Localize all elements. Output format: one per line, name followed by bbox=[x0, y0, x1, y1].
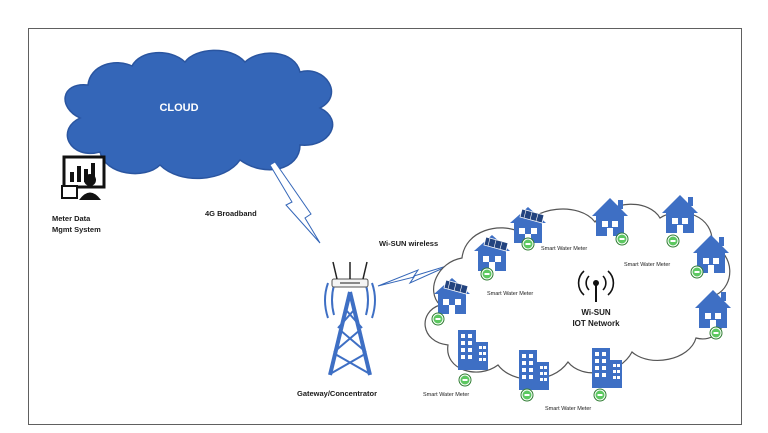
router-icon bbox=[331, 261, 369, 288]
water-meter-icon bbox=[709, 326, 723, 340]
water-meter-icon bbox=[458, 373, 472, 387]
water-meter-icon bbox=[690, 265, 704, 279]
mdms-label-line2: Mgmt System bbox=[52, 225, 101, 234]
meter-label: Smart Water Meter bbox=[423, 392, 469, 398]
gateway-tower-icon bbox=[324, 282, 376, 376]
gateway-label: Gateway/Concentrator bbox=[297, 389, 377, 398]
water-meter-icon bbox=[431, 312, 445, 326]
broadband-label: 4G Broadband bbox=[205, 209, 257, 218]
network-label-line2: IOT Network bbox=[572, 319, 620, 328]
wisun-wireless-label: Wi-SUN wireless bbox=[379, 239, 438, 248]
diagram-frame bbox=[28, 28, 742, 425]
meter-label: Smart Water Meter bbox=[624, 262, 670, 268]
mdms-label-line1: Meter Data bbox=[52, 214, 91, 223]
water-meter-icon bbox=[593, 388, 607, 402]
dashboard-user-icon bbox=[61, 155, 106, 200]
meter-label: Smart Water Meter bbox=[545, 406, 591, 412]
water-meter-icon bbox=[666, 234, 680, 248]
meter-label: Smart Water Meter bbox=[541, 246, 587, 252]
water-meter-icon bbox=[615, 232, 629, 246]
meter-label: Smart Water Meter bbox=[487, 291, 533, 297]
wireless-antenna-icon bbox=[577, 270, 615, 302]
water-meter-icon bbox=[520, 388, 534, 402]
water-meter-icon bbox=[521, 237, 535, 251]
broadband-link bbox=[269, 161, 321, 244]
house-icon bbox=[662, 195, 698, 233]
cloud-shape bbox=[64, 49, 334, 180]
house-icon bbox=[592, 198, 628, 236]
cloud-label: CLOUD bbox=[159, 102, 198, 114]
water-meter-icon bbox=[480, 267, 494, 281]
network-label-line1: Wi-SUN bbox=[581, 308, 610, 317]
